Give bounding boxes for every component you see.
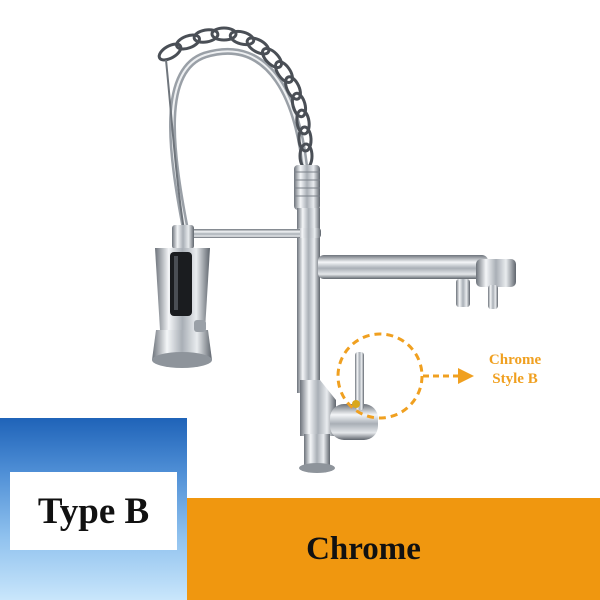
callout-text: Chrome Style B: [470, 351, 560, 389]
type-label: Type B: [10, 472, 177, 550]
callout-circle: [336, 332, 424, 420]
callout-arrow-head: [458, 368, 474, 384]
callout-line-1: Chrome: [488, 352, 542, 368]
callout-line-2: Style B: [492, 371, 538, 387]
color-banner: Chrome: [187, 498, 600, 600]
color-label: Chrome: [306, 530, 421, 567]
spring-coils: [157, 26, 314, 170]
